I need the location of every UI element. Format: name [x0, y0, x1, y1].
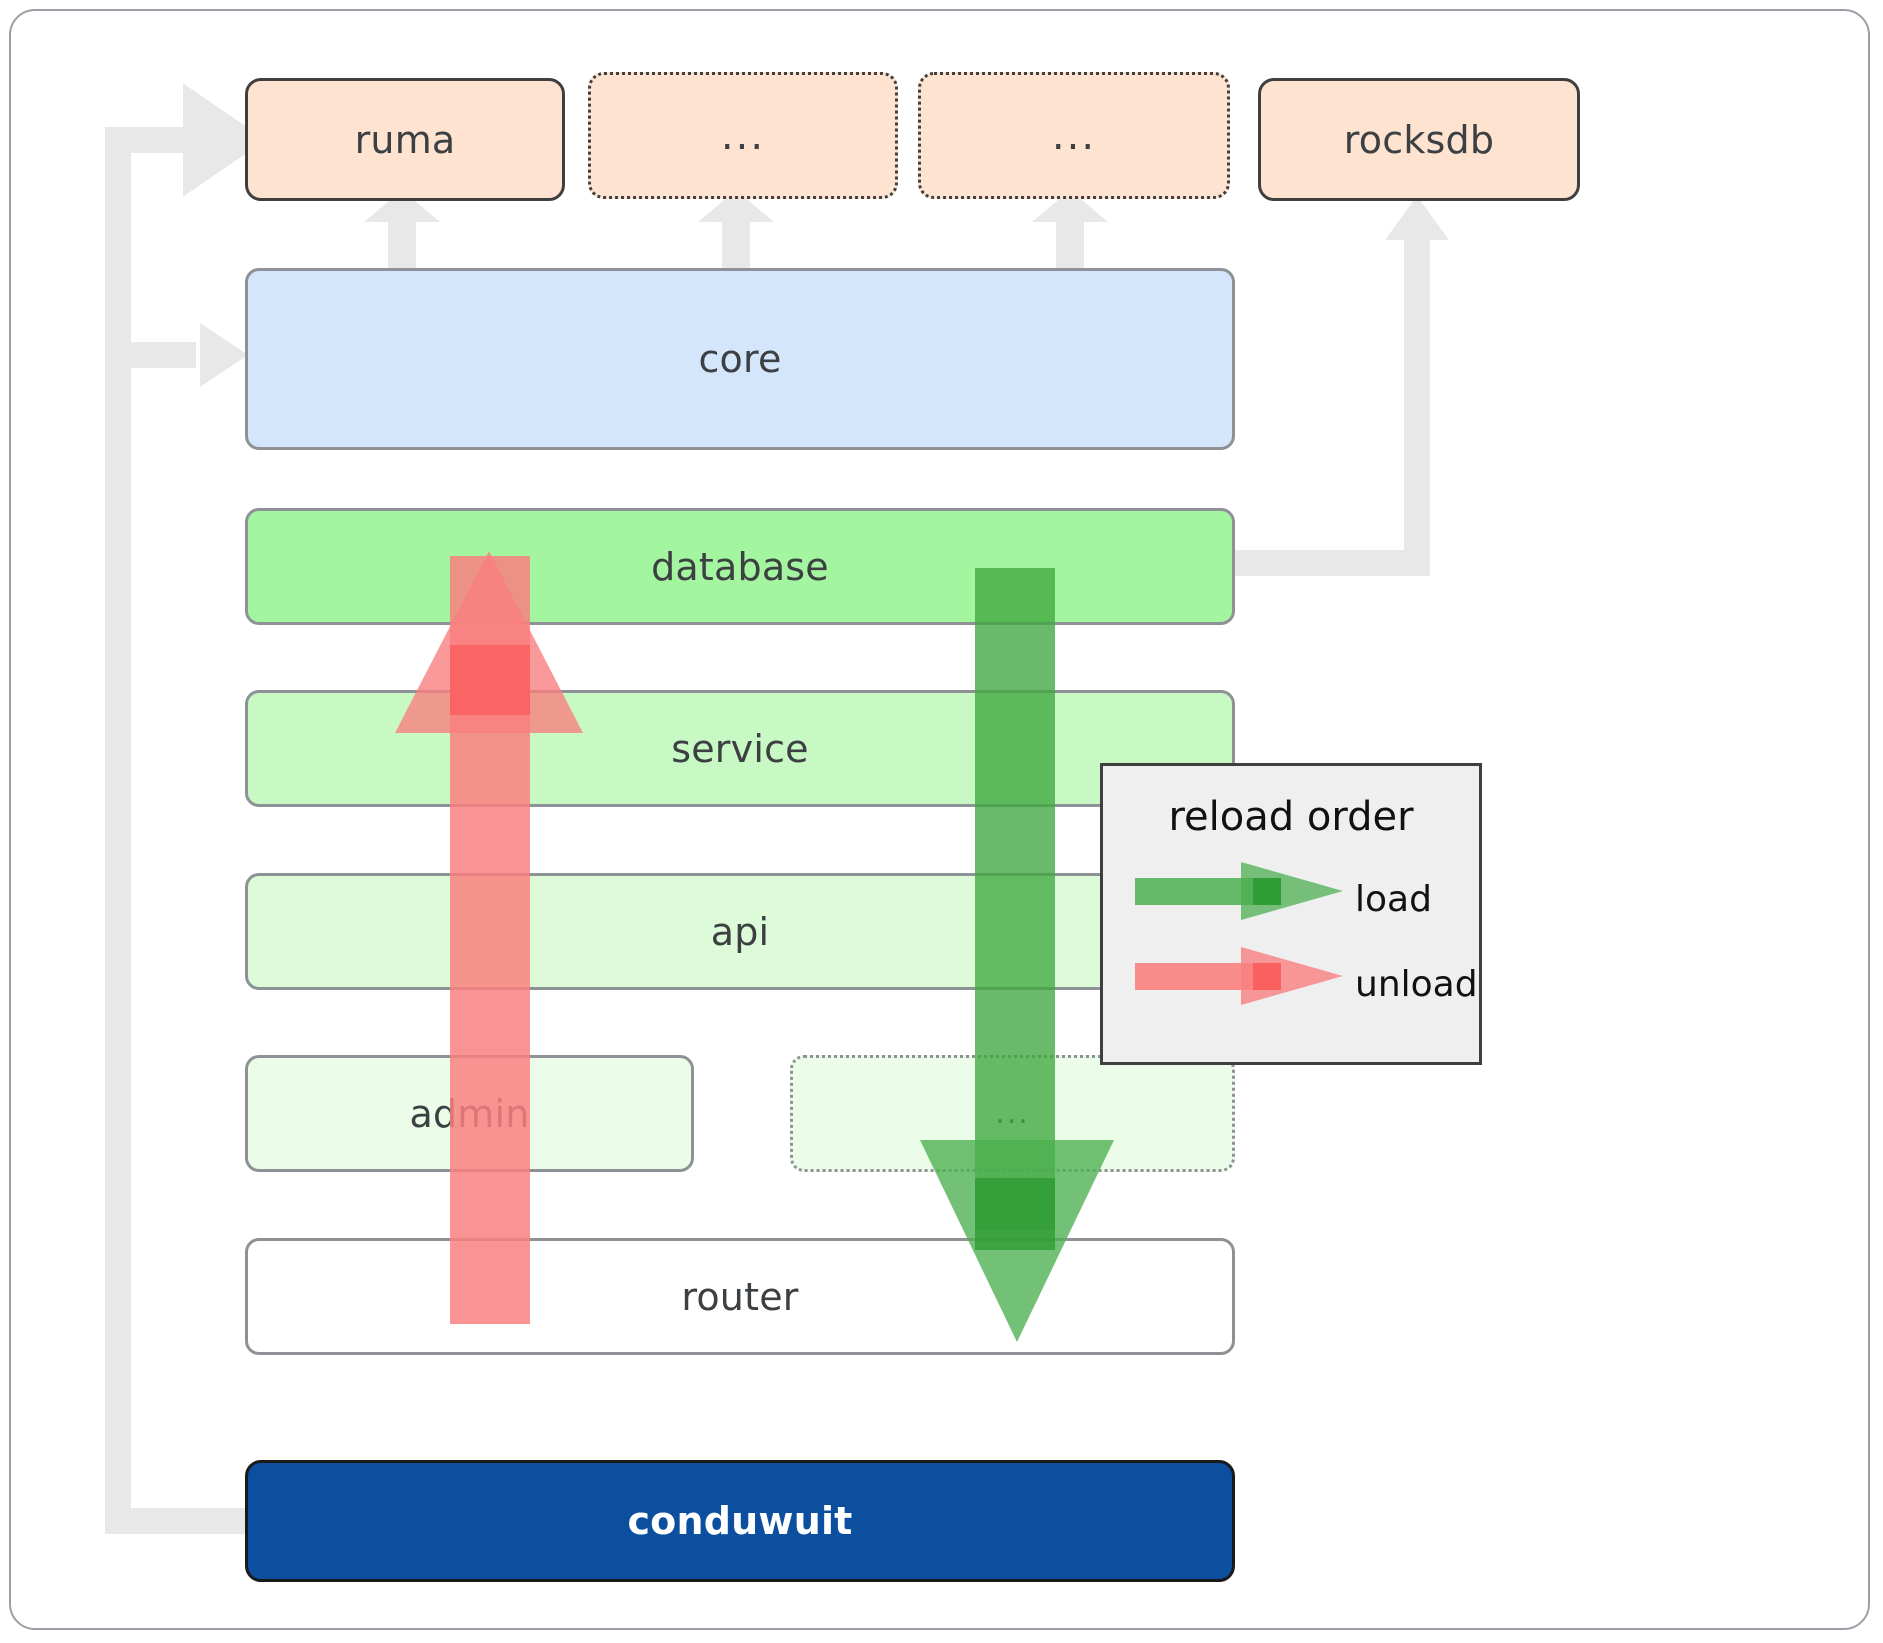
- load-arrow-notch: [975, 1178, 1055, 1250]
- node-dependency-3[interactable]: ...: [918, 72, 1230, 199]
- node-database[interactable]: database: [245, 508, 1235, 625]
- connector-database-to-rocksdb: [1225, 236, 1430, 576]
- node-dependency-2[interactable]: ...: [588, 72, 898, 199]
- node-core[interactable]: core: [245, 268, 1235, 450]
- unload-arrow-head: [395, 551, 583, 733]
- node-router-label: router: [681, 1274, 799, 1319]
- load-arrow-shaft: [975, 568, 1055, 1230]
- legend: reload order load unload: [1100, 763, 1482, 1065]
- legend-unload-label: unload: [1355, 964, 1478, 1005]
- unload-arrow: [395, 551, 583, 1324]
- connector-core-to-deps: [364, 190, 1108, 274]
- node-core-label: core: [698, 337, 782, 381]
- connector-core-to-dep2-stub: [698, 190, 774, 274]
- legend-load-arrow: [1135, 862, 1343, 920]
- connector-arrowhead-rocksdb: [1385, 196, 1449, 240]
- node-database-label: database: [651, 544, 829, 589]
- node-router[interactable]: router: [245, 1238, 1235, 1355]
- legend-load-label: load: [1355, 879, 1432, 920]
- legend-unload-arrow: [1135, 947, 1343, 1005]
- node-service-label: service: [671, 726, 809, 771]
- node-rocksdb-label: rocksdb: [1343, 117, 1495, 162]
- connector-core-to-ruma-stub: [364, 190, 440, 274]
- node-ruma[interactable]: ruma: [245, 78, 565, 201]
- node-conduwuit-label: conduwuit: [627, 1499, 853, 1543]
- connector-arrowhead-core: [200, 323, 248, 387]
- legend-arrow-swatches: [1135, 862, 1343, 1005]
- connector-core-to-dep3-stub: [1032, 190, 1108, 274]
- node-api[interactable]: api: [245, 873, 1235, 990]
- legend-title: reload order: [1168, 794, 1414, 840]
- node-api-label: api: [710, 909, 770, 954]
- unload-arrow-notch: [450, 645, 530, 715]
- connector-arrowhead-ruma: [200, 108, 248, 172]
- load-arrow: [920, 568, 1114, 1342]
- node-ruma-label: ruma: [354, 117, 456, 162]
- node-conduwuit[interactable]: conduwuit: [245, 1460, 1235, 1582]
- node-rocksdb[interactable]: rocksdb: [1258, 78, 1580, 201]
